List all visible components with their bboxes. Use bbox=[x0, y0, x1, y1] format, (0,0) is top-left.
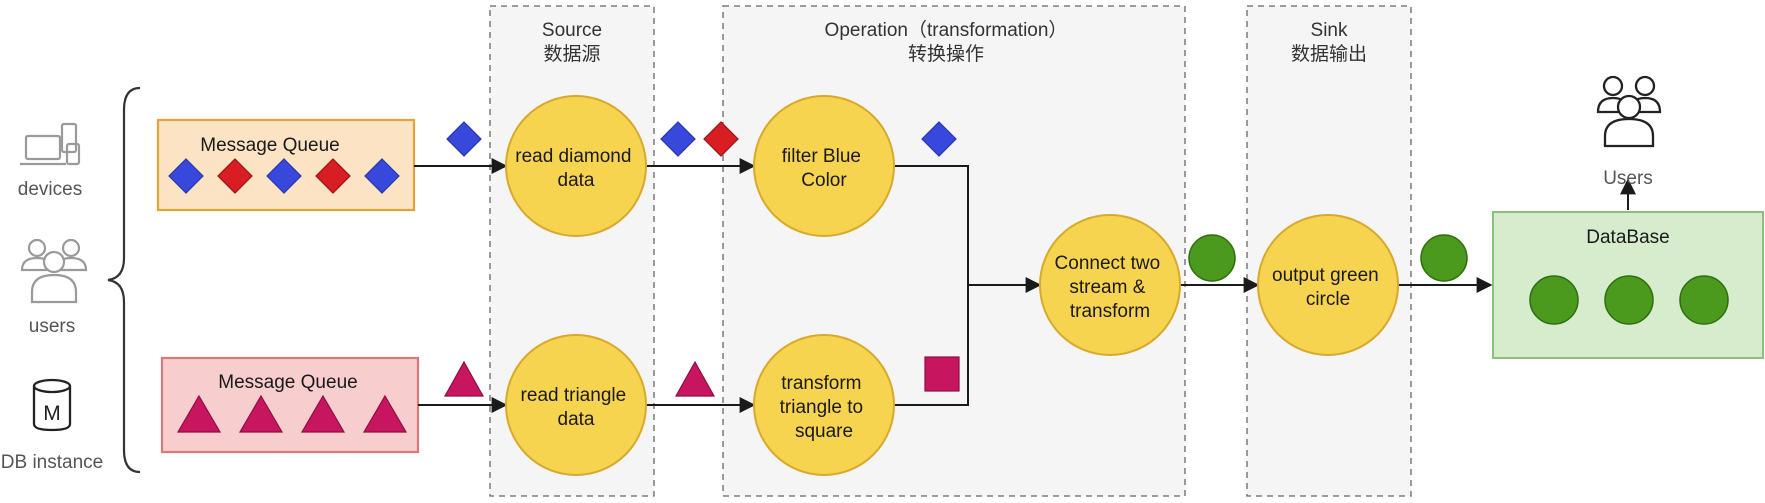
devices-label: devices bbox=[18, 179, 82, 200]
node-read-diamond-label: read diamond data bbox=[515, 146, 636, 191]
db-instance-label: DB instance bbox=[1, 452, 103, 473]
queue-item-triangle bbox=[238, 394, 284, 433]
node-transform-triangle-label: transform triangle to square bbox=[780, 373, 869, 442]
source-stage-subtitle: 数据源 bbox=[543, 43, 600, 65]
devices-icon bbox=[20, 122, 81, 166]
node-output-green-circle bbox=[1257, 214, 1399, 356]
token-triangle bbox=[674, 360, 716, 397]
node-output-label: output green circle bbox=[1272, 265, 1384, 310]
token-red-diamond bbox=[703, 121, 739, 157]
queue-item-blue-diamond bbox=[168, 158, 204, 194]
message-queue-bottom-label: Message Queue bbox=[218, 372, 357, 393]
users-consumer-label: Users bbox=[1603, 168, 1653, 189]
token-green-circle bbox=[1188, 234, 1236, 282]
operation-stage-subtitle: 转换操作 bbox=[908, 43, 984, 65]
database-item-green-circle bbox=[1679, 275, 1729, 325]
node-connect-label: Connect two stream & transform bbox=[1055, 253, 1166, 322]
queue-item-blue-diamond bbox=[266, 158, 302, 194]
queue-item-blue-diamond bbox=[364, 158, 400, 194]
queue-item-triangle bbox=[176, 394, 222, 433]
node-read-diamond-data bbox=[505, 95, 647, 237]
queue-item-red-diamond bbox=[315, 158, 351, 194]
source-stage-title: Source bbox=[542, 20, 602, 41]
message-queue-top-label: Message Queue bbox=[200, 135, 339, 156]
node-transform-triangle-to-square bbox=[753, 334, 895, 476]
users-icon bbox=[20, 238, 88, 304]
queue-item-red-diamond bbox=[217, 158, 253, 194]
users-label: users bbox=[29, 316, 75, 337]
token-green-circle bbox=[1420, 234, 1468, 282]
queue-item-triangle bbox=[300, 394, 346, 433]
node-read-triangle-data bbox=[505, 334, 647, 476]
node-filter-blue-label: filter Blue Color bbox=[782, 146, 866, 191]
token-square bbox=[924, 356, 960, 392]
database-instance-icon bbox=[32, 378, 72, 432]
token-blue-diamond bbox=[660, 121, 696, 157]
database-label: DataBase bbox=[1586, 227, 1669, 248]
database-items bbox=[1529, 275, 1729, 325]
database-item-green-circle bbox=[1604, 275, 1654, 325]
queue-top-items bbox=[168, 158, 400, 194]
token-triangle bbox=[443, 360, 485, 397]
node-filter-blue-color bbox=[753, 95, 895, 237]
token-blue-diamond bbox=[921, 121, 957, 157]
token-blue-diamond bbox=[446, 121, 482, 157]
sink-stage-title: Sink bbox=[1311, 20, 1348, 41]
sink-stage-subtitle: 数据输出 bbox=[1291, 43, 1367, 65]
queue-item-triangle bbox=[362, 394, 408, 433]
db-badge-label: M bbox=[43, 402, 61, 425]
users-consumer-icon bbox=[1596, 75, 1662, 148]
queue-bottom-items bbox=[176, 394, 408, 433]
database-item-green-circle bbox=[1529, 275, 1579, 325]
sources-brace bbox=[107, 86, 141, 474]
node-read-triangle-label: read triangle data bbox=[521, 385, 632, 430]
node-connect-two-stream-transform bbox=[1039, 214, 1181, 356]
operation-stage-title: Operation（transformation） bbox=[825, 19, 1068, 41]
